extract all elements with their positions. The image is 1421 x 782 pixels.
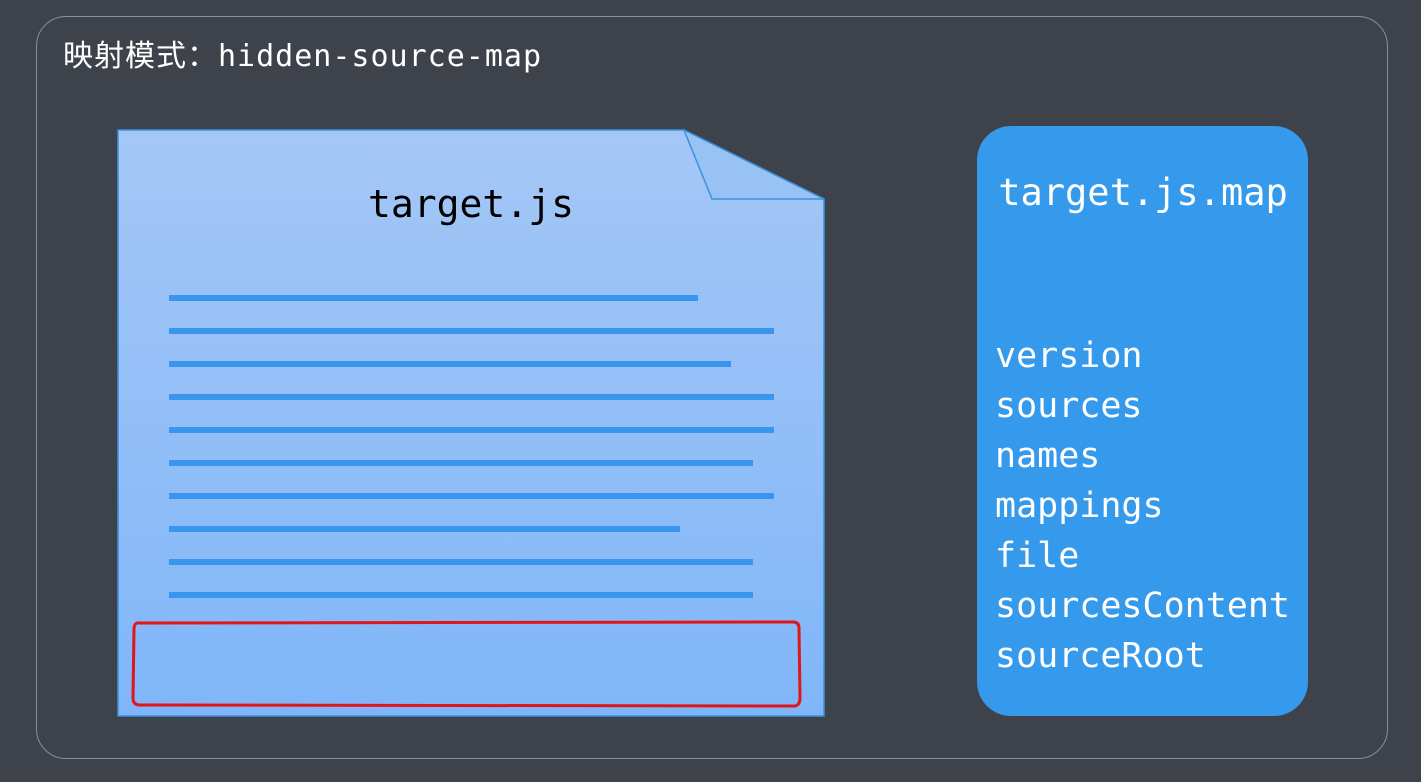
mode-title: 映射模式：hidden-source-map <box>63 39 543 74</box>
sourcemap-field: version <box>995 336 1143 376</box>
sourcemap-field: names <box>995 436 1101 476</box>
source-document <box>117 128 825 717</box>
sourcemap-field: sourceRoot <box>995 636 1206 676</box>
sourcemap-field: sourcesContent <box>995 586 1291 626</box>
code-lines <box>169 295 774 598</box>
source-file-name: target.js <box>368 182 574 226</box>
sourcemap-file-panel <box>977 126 1308 716</box>
sourcemap-field-list: version sources names mappings file sour… <box>995 331 1295 681</box>
sourcemap-field: mappings <box>995 486 1164 526</box>
document-body <box>117 129 825 717</box>
sourcemap-file-name: target.js.map <box>998 171 1288 214</box>
diagram-frame <box>36 16 1388 759</box>
sourcemap-field: file <box>995 536 1080 576</box>
document-fold-corner <box>682 128 825 200</box>
sourcemap-field: sources <box>995 386 1143 426</box>
missing-sourcemap-comment-highlight <box>131 620 802 708</box>
